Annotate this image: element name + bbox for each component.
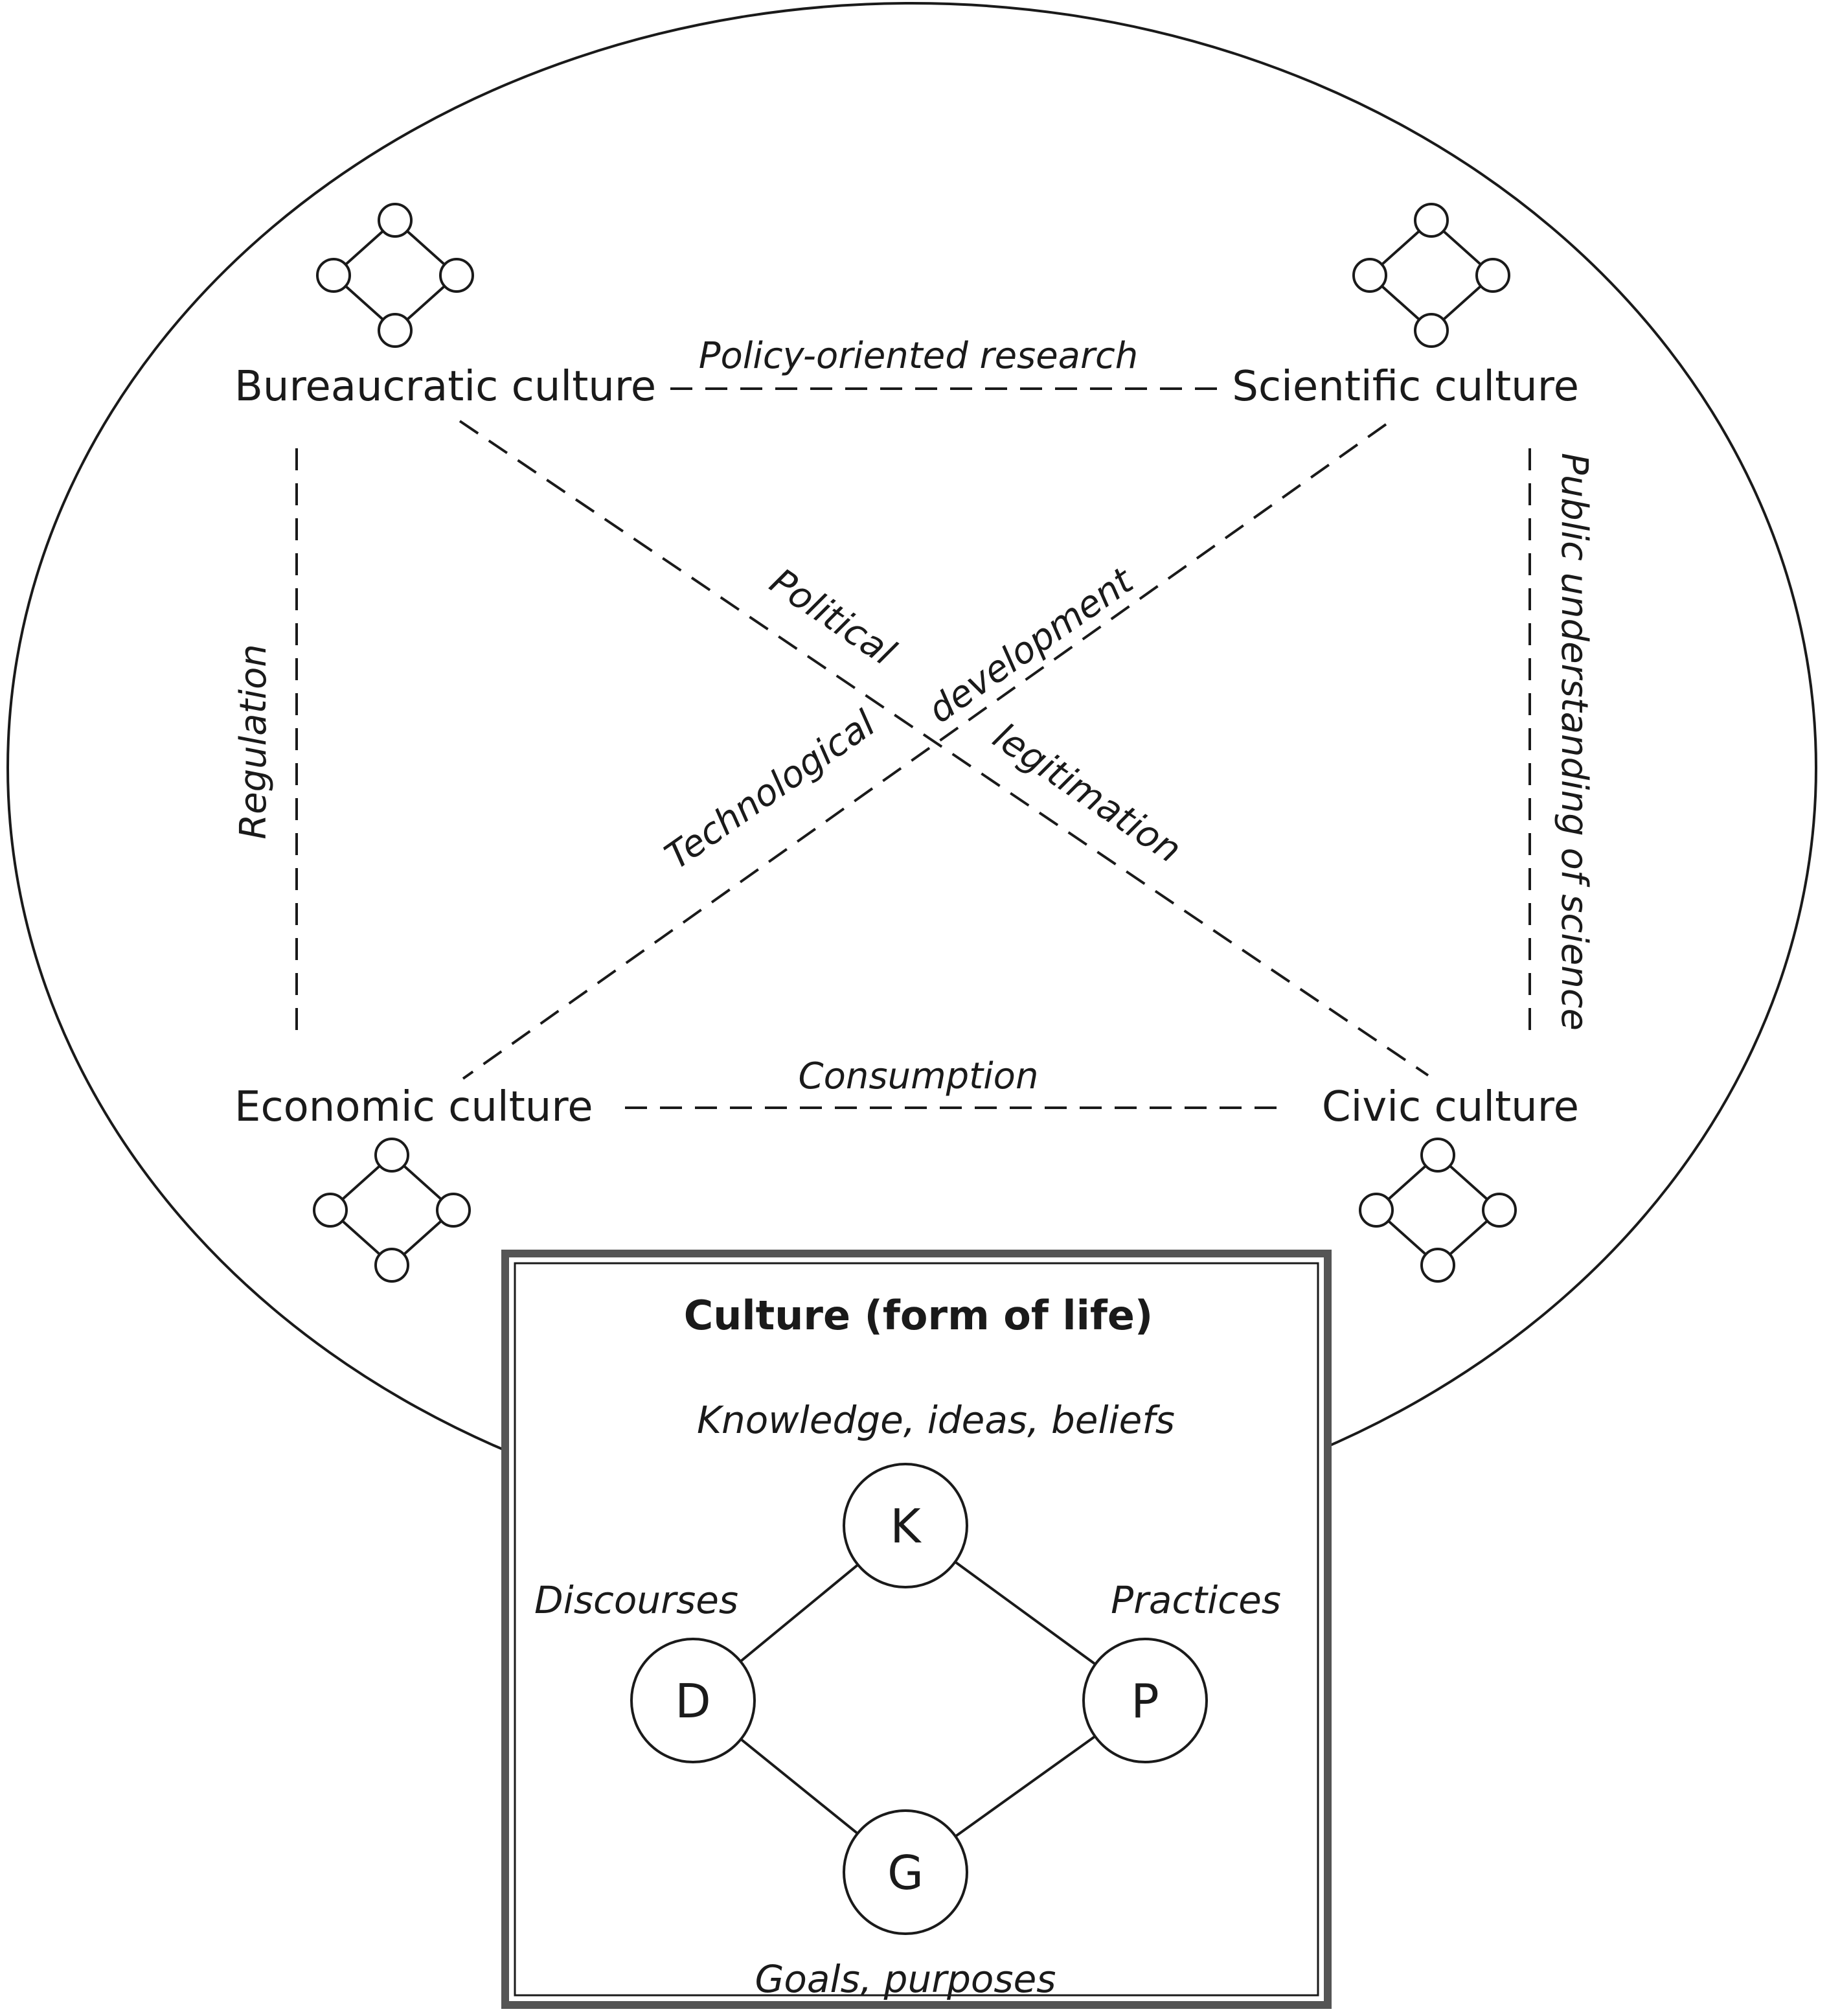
culture-label-bureaucratic: Bureaucratic culture xyxy=(234,363,656,411)
culture-label-scientific: Scientific culture xyxy=(1232,363,1579,411)
link-technological-development-line xyxy=(462,423,1387,1080)
culture-label-economic: Economic culture xyxy=(234,1083,593,1131)
diamond-glyph-bureaucratic xyxy=(316,203,474,348)
label-discourses: Discourses xyxy=(534,1578,738,1622)
link-label-political: Political xyxy=(762,560,903,674)
link-label-regulation: Regulation xyxy=(233,644,275,840)
culture-box-title: Culture (form of life) xyxy=(684,1292,1153,1339)
node-g xyxy=(843,1809,968,1935)
link-label-policy: Policy-oriented research xyxy=(699,335,1139,377)
node-d-letter: D xyxy=(675,1674,710,1728)
node-d xyxy=(630,1638,756,1763)
link-political-legitimation-line xyxy=(459,420,1429,1077)
diamond-glyph-civic xyxy=(1359,1138,1517,1283)
diamond-glyph-economic xyxy=(313,1138,471,1283)
node-k-letter: K xyxy=(890,1499,922,1553)
node-p xyxy=(1082,1638,1208,1763)
diamond-glyph-scientific xyxy=(1352,203,1510,348)
link-label-technological: Technological xyxy=(657,702,883,878)
link-label-consumption: Consumption xyxy=(799,1055,1039,1097)
label-practices: Practices xyxy=(1111,1578,1281,1622)
link-label-legitimation: legitimation xyxy=(985,715,1188,871)
link-label-public-understanding: Public understanding of science xyxy=(1553,453,1595,1031)
label-goals: Goals, purposes xyxy=(755,1957,1056,2001)
culture-label-civic: Civic culture xyxy=(1322,1083,1579,1131)
node-p-letter: P xyxy=(1131,1674,1159,1728)
label-knowledge: Knowledge, ideas, beliefs xyxy=(697,1398,1175,1442)
culture-box-inner xyxy=(514,1262,1319,1997)
link-label-development: development xyxy=(920,559,1142,731)
node-k xyxy=(843,1463,968,1588)
node-g-letter: G xyxy=(887,1846,924,1900)
